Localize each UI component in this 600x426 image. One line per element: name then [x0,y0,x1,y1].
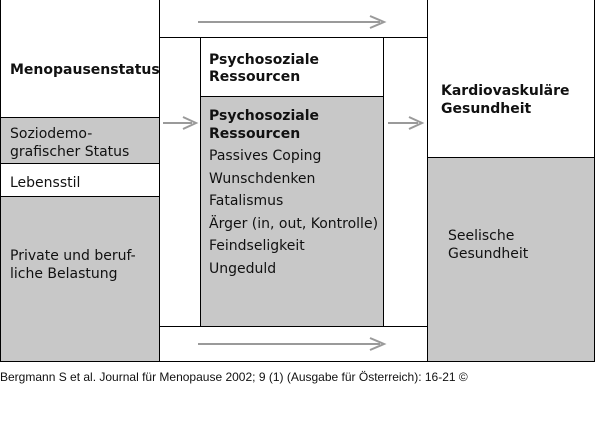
source-caption: Bergmann S et al. Journal für Menopause … [0,370,468,384]
resource-item-ungeduld: Ungeduld [209,261,277,277]
top-arrow-channel [159,0,428,38]
mental-health-label-line2: Gesundheit [448,246,529,262]
left-to-middle-arrow [163,116,199,130]
mental-health-label-line1: Seelische [448,228,515,244]
cardio-health-label-line1: Kardiovaskuläre [441,83,570,99]
resources-box [200,96,384,327]
resources-box-title-line1: Psychosoziale [209,108,319,124]
belastung-box [0,196,160,362]
resources-title-line2: Ressourcen [209,69,301,85]
top-arrow [198,15,387,29]
resource-item-wunschdenken: Wunschdenken [209,171,316,187]
menopause-status-label: Menopausenstatus [10,62,160,78]
sozio-label-line1: Soziodemo- [10,126,93,142]
bottom-arrow [198,337,387,351]
resource-item-passives-coping: Passives Coping [209,148,322,164]
menopause-status-box [0,0,160,118]
middle-to-right-arrow [388,116,425,130]
resource-item-aerger: Ärger (in, out, Kontrolle) [209,216,379,232]
belastung-label-line1: Private und beruf- [10,248,136,264]
mental-health-box [427,157,595,362]
resource-item-feindseligkeit: Feindseligkeit [209,238,305,254]
sozio-label-line2: grafischer Status [10,144,130,160]
resources-title-box [200,37,384,97]
resources-title-line1: Psychosoziale [209,52,319,68]
cardio-health-label-line2: Gesundheit [441,101,532,117]
resources-box-title-line2: Ressourcen [209,126,301,142]
lebensstil-label: Lebensstil [10,175,81,191]
cardio-health-box [427,0,595,158]
resource-item-fatalismus: Fatalismus [209,193,284,209]
belastung-label-line2: liche Belastung [10,266,118,282]
